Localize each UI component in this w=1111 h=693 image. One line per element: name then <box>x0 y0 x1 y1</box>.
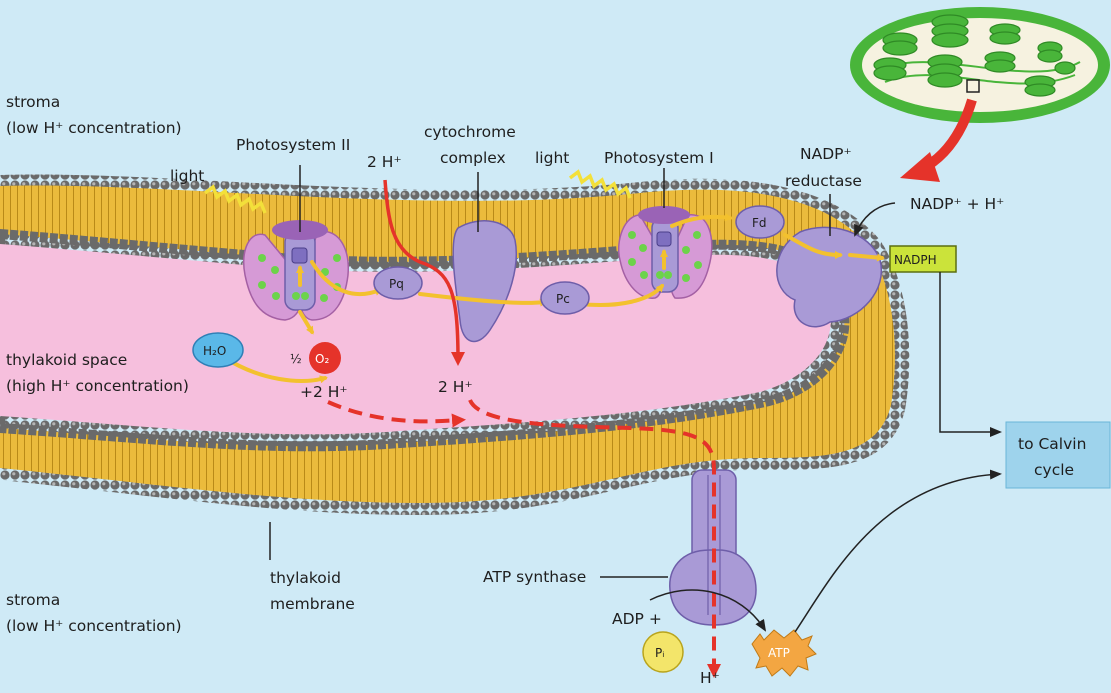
photosystem-ii-label: Photosystem II <box>236 136 350 154</box>
to-calvin-label-1: to Calvin <box>1018 435 1086 453</box>
pc-label: Pc <box>556 292 570 306</box>
atp-to-calvin-arrow <box>794 469 1002 633</box>
h2o-label: H₂O <box>203 344 226 358</box>
nadp-reductase-protein <box>776 226 883 328</box>
thylakoid-membrane-label-2: membrane <box>270 595 355 613</box>
stroma-top-concentration: (low H⁺ concentration) <box>6 119 182 137</box>
proton-flow-arrow-2 <box>468 398 721 678</box>
thylakoid-lumen <box>0 244 831 435</box>
thylakoid-membrane-label-1: thylakoid <box>270 569 341 587</box>
o2-molecule <box>309 342 341 374</box>
cytochrome-label-1: cytochrome <box>424 123 516 141</box>
to-calvin-label-2: cycle <box>1034 461 1074 479</box>
thylakoid-space-concentration: (high H⁺ concentration) <box>6 377 189 395</box>
nadph-to-calvin-arrow <box>939 272 1002 437</box>
nadph-box <box>889 245 957 273</box>
h-ion-bottom-label: H⁺ <box>700 669 720 687</box>
nadp-reaction-label: NADP⁺ + H⁺ <box>910 195 1004 213</box>
proton-pump-arrow <box>383 179 465 366</box>
atp-burst <box>751 629 817 677</box>
light-label-1: light <box>170 167 204 185</box>
pc-carrier <box>540 281 590 315</box>
h-ion-top-label: 2 H⁺ <box>367 153 402 171</box>
electron-transport-path <box>223 213 885 384</box>
light-label-2: light <box>535 149 569 167</box>
half-label: ½ <box>290 352 302 366</box>
stroma-top-label: stroma <box>6 93 60 111</box>
zoom-arrow-head <box>900 152 940 182</box>
cytochrome-complex <box>452 220 517 343</box>
fd-label: Fd <box>752 216 767 230</box>
calvin-cycle-box <box>1005 421 1111 489</box>
h-ion-mid-label: 2 H⁺ <box>438 378 473 396</box>
pq-label: Pq <box>389 277 404 291</box>
atp-synthase <box>669 469 757 626</box>
plus-2h-label: +2 H⁺ <box>300 383 348 401</box>
pi-molecule <box>642 631 684 673</box>
zoom-box <box>966 79 980 93</box>
nadp-reductase-label-2: reductase <box>785 172 862 190</box>
stroma-bottom-label: stroma <box>6 591 60 609</box>
stroma-bottom-concentration: (low H⁺ concentration) <box>6 617 182 635</box>
cytochrome-label-2: complex <box>440 149 506 167</box>
adp-to-atp-arrow <box>649 589 767 632</box>
proton-flow-arrow-1 <box>327 400 466 428</box>
thylakoid-space-label: thylakoid space <box>6 351 127 369</box>
chloroplast-icon <box>850 7 1110 123</box>
fd-carrier <box>735 205 785 239</box>
atp-label: ATP <box>768 646 790 660</box>
pq-carrier <box>373 266 423 300</box>
adp-label: ADP + <box>612 610 662 628</box>
light-ray-icon-2 <box>568 169 632 199</box>
pi-label: Pᵢ <box>655 646 664 660</box>
atp-synthase-label: ATP synthase <box>483 568 586 586</box>
nadph-label: NADPH <box>894 253 937 267</box>
h2o-molecule <box>192 332 244 368</box>
nadp-reductase-label-1: NADP⁺ <box>800 145 852 163</box>
nadp-input-arrow <box>854 202 896 237</box>
photosystem-i-label: Photosystem I <box>604 149 714 167</box>
o2-label: O₂ <box>315 352 329 366</box>
light-ray-icon-1 <box>203 184 267 214</box>
